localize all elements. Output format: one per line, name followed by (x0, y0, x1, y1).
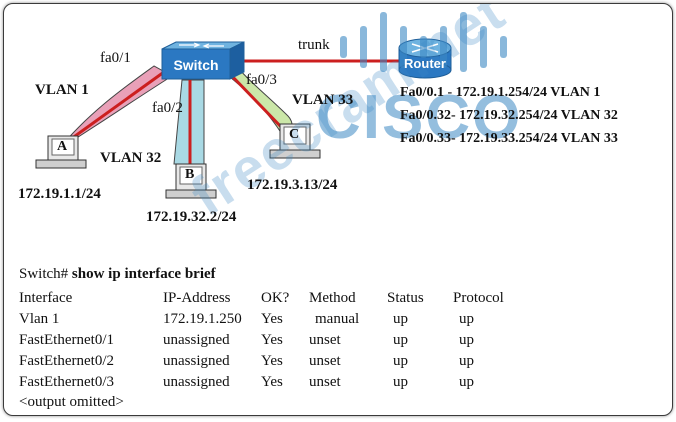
cli-command: show ip interface brief (71, 266, 216, 282)
col-method: Method (309, 290, 356, 306)
cell-status: up (393, 374, 408, 390)
pc-a-label: A (57, 139, 68, 154)
vlan32-label: VLAN 32 (100, 150, 162, 166)
table-row: FastEthernet0/2 unassigned Yes unset up … (17, 351, 527, 372)
cell-status: up (393, 311, 408, 327)
cisco-logo-watermark (340, 12, 507, 72)
cell-ok: Yes (261, 353, 283, 369)
pc-b-label: B (185, 167, 195, 182)
cell-ok: Yes (261, 332, 283, 348)
cisco-logo-text: CISCO (316, 83, 523, 152)
cell-ok: Yes (261, 311, 283, 327)
link-fa0-1 (63, 70, 165, 146)
cell-interface: FastEthernet0/2 (19, 353, 114, 369)
fa0-1-label: fa0/1 (100, 50, 131, 66)
network-topology-diagram (35, 12, 507, 199)
cell-interface: FastEthernet0/1 (19, 332, 114, 348)
cell-interface: Vlan 1 (19, 311, 60, 327)
cell-method: unset (309, 374, 341, 390)
cell-ip: unassigned (163, 332, 230, 348)
cell-status: up (393, 332, 408, 348)
router-subif-32: Fa0/0.32- 172.19.32.254/24 VLAN 32 (400, 108, 618, 123)
router-label: Router (404, 56, 446, 71)
col-ip-address: IP-Address (163, 290, 231, 306)
table-row: Vlan 1 172.19.1.250 Yes manual up up (17, 309, 527, 330)
vlan33-label: VLAN 33 (292, 92, 354, 108)
cell-protocol: up (459, 332, 474, 348)
cell-protocol: up (459, 374, 474, 390)
cell-method: manual (315, 311, 360, 327)
cell-ip: unassigned (163, 374, 230, 390)
switch-icon (161, 41, 245, 80)
cli-prompt: Switch# (19, 266, 69, 282)
cell-ip: unassigned (163, 353, 230, 369)
table-row: FastEthernet0/1 unassigned Yes unset up … (17, 330, 527, 351)
pc-c-icon (269, 123, 321, 159)
fa0-3-label: fa0/3 (246, 72, 277, 88)
link-fa0-3 (228, 72, 288, 134)
cell-protocol: up (459, 311, 474, 327)
vlan1-label: VLAN 1 (35, 82, 89, 98)
output-omitted-note: <output omitted> (19, 394, 124, 410)
pc-c-label: C (289, 127, 300, 142)
interface-brief-table: Interface IP-Address OK? Method Status P… (17, 288, 527, 393)
cell-method: unset (309, 353, 341, 369)
col-interface: Interface (19, 290, 73, 306)
cli-command-line: Switch# show ip interface brief (19, 266, 216, 283)
trunk-label: trunk (298, 37, 330, 53)
col-status: Status (387, 290, 424, 306)
cell-ip: 172.19.1.250 (163, 311, 242, 327)
col-protocol: Protocol (453, 290, 504, 306)
pc-b-icon (165, 163, 217, 199)
fa0-2-label: fa0/2 (152, 100, 183, 116)
cell-status: up (393, 353, 408, 369)
host-c-ip: 172.19.3.13/24 (247, 177, 338, 193)
table-row: FastEthernet0/3 unassigned Yes unset up … (17, 372, 527, 393)
cell-ok: Yes (261, 374, 283, 390)
pc-a-icon (35, 135, 87, 169)
table-header-row: Interface IP-Address OK? Method Status P… (17, 288, 527, 309)
host-b-ip: 172.19.32.2/24 (146, 209, 237, 225)
router-subif-1: Fa0/0.1 - 172.19.1.254/24 VLAN 1 (400, 85, 601, 100)
cell-protocol: up (459, 353, 474, 369)
host-a-ip: 172.19.1.1/24 (18, 186, 101, 202)
router-subif-33: Fa0/0.33- 172.19.33.254/24 VLAN 33 (400, 131, 618, 146)
exhibit-frame: CISCO freecram.net Switch Router A B C t… (3, 3, 673, 416)
col-ok: OK? (261, 290, 290, 306)
switch-label: Switch (173, 57, 219, 73)
cell-method: unset (309, 332, 341, 348)
cell-interface: FastEthernet0/3 (19, 374, 114, 390)
